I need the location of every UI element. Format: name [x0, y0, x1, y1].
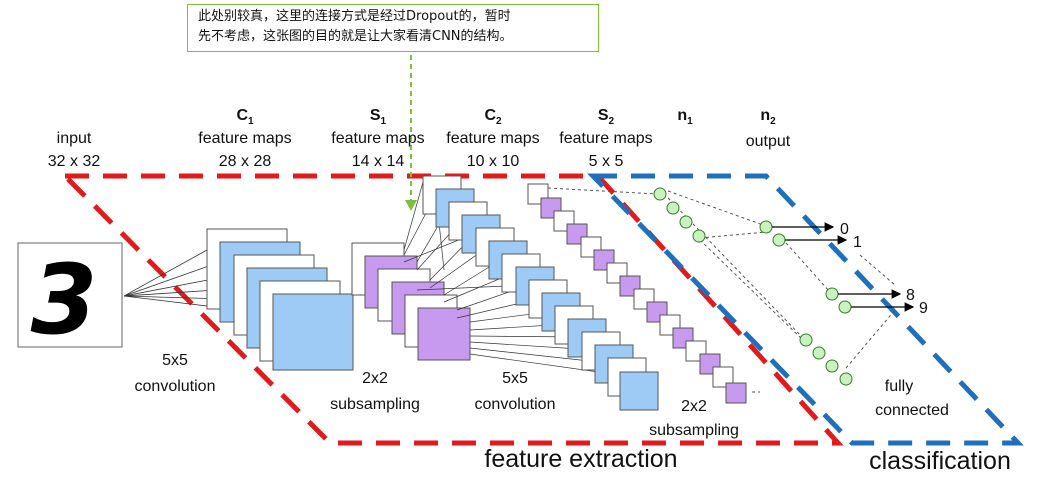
s1-letter: S [370, 107, 381, 124]
n1-title: n1 [677, 107, 693, 127]
s1-feature-maps [351, 242, 471, 361]
n1-neurons [653, 187, 853, 386]
c1-sub: 1 [248, 116, 254, 127]
input-size: 32 x 32 [48, 153, 101, 170]
n2-neurons [759, 220, 852, 314]
c2-feature-maps [422, 175, 659, 411]
conv2-kernel: 5x5 [502, 370, 528, 387]
classification-region [587, 173, 1024, 446]
input-name: input [57, 130, 92, 147]
fc-label-line2: connected [875, 402, 949, 419]
n2-desc: output [746, 133, 791, 150]
feature-extraction-label: feature extraction [484, 445, 677, 473]
n2-letter: n [760, 107, 770, 124]
c2-title: C2 [484, 107, 502, 127]
s2-desc: feature maps [559, 130, 652, 147]
pool1-label: subsampling [330, 396, 420, 413]
s1-sub: 1 [381, 116, 387, 127]
pool2-kernel: 2x2 [681, 398, 707, 415]
s1-desc: feature maps [331, 130, 424, 147]
c2-size: 10 x 10 [467, 153, 520, 170]
n2-sub: 2 [770, 116, 776, 127]
pool2-label: subsampling [649, 422, 739, 439]
s2-feature-maps [527, 183, 747, 404]
c1-letter: C [236, 107, 248, 124]
c1-desc: feature maps [198, 130, 291, 147]
c2-desc: feature maps [446, 130, 539, 147]
n1-letter: n [677, 107, 687, 124]
s1-title: S1 [370, 107, 387, 127]
output-label-0: 0 [840, 221, 849, 238]
conv1-kernel: 5x5 [162, 352, 188, 369]
c1-feature-maps [206, 228, 354, 371]
conv1-label: convolution [135, 378, 216, 395]
conv2-label: convolution [475, 396, 556, 413]
s2-title: S2 [598, 107, 615, 127]
s2-size: 5 x 5 [589, 153, 624, 170]
fc-label-line1: fully [885, 378, 913, 395]
s2-sub: 2 [609, 116, 615, 127]
note-pointer-arrowhead [405, 200, 417, 211]
pool1-kernel: 2x2 [362, 370, 388, 387]
dropout-note: 此处别较真，这里的连接方式是经过Dropout的，暂时 先不考虑，这张图的目的就… [187, 4, 599, 52]
c2-sub: 2 [496, 116, 502, 127]
n2-title: n2 [760, 107, 776, 127]
output-arrows [772, 222, 915, 312]
feature-extraction-region [58, 173, 844, 446]
input-image: 3 [17, 242, 123, 356]
c1-size: 28 x 28 [219, 153, 272, 170]
output-label-9: 9 [919, 300, 928, 317]
input-digit: 3 [31, 244, 98, 356]
s2-letter: S [598, 107, 609, 124]
s1-size: 14 x 14 [352, 153, 405, 170]
note-line-2: 先不考虑，这张图的目的就是让大家看清CNN的结构。 [198, 29, 513, 44]
output-label-8: 8 [906, 287, 915, 304]
n1-sub: 1 [687, 116, 693, 127]
output-label-1: 1 [853, 234, 862, 251]
c2-letter: C [484, 107, 496, 124]
note-line-1: 此处别较真，这里的连接方式是经过Dropout的，暂时 [198, 9, 511, 24]
classification-label: classification [869, 447, 1011, 475]
c1-title: C1 [236, 107, 254, 127]
